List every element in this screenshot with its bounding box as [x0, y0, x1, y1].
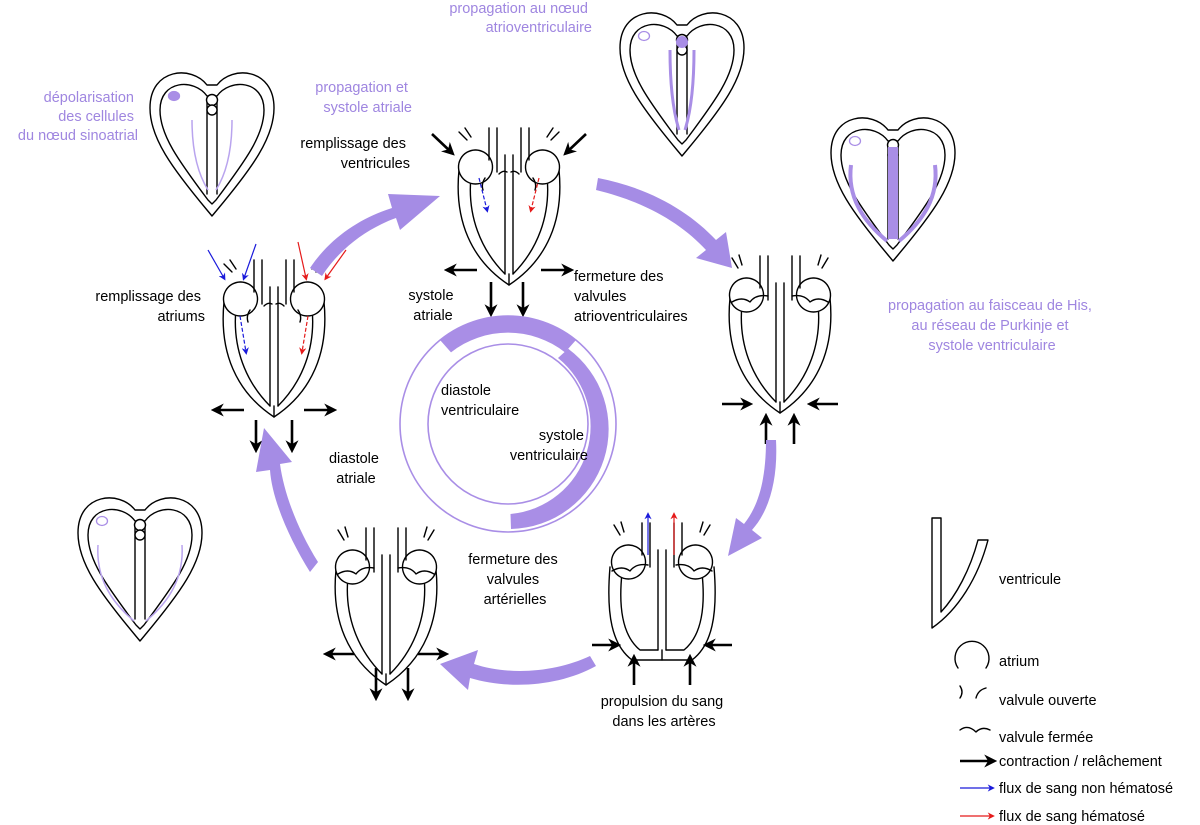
cycle-arrow-right [728, 440, 777, 556]
legend-contraction-label: contraction / relâchement [999, 754, 1162, 770]
label-depolarisation: dépolarisation des cellules du nœud sino… [18, 90, 138, 144]
pump-heart-propulsion [592, 512, 732, 685]
label-fermeture-av: fermeture des valvules atrioventriculair… [574, 269, 688, 325]
legend-closed-valve-icon [959, 726, 991, 733]
band-atrial-systole [439, 315, 577, 353]
label-diastole-ventriculaire: diastole ventriculaire [441, 383, 519, 419]
label-remplissage-ventricules: remplissage des ventricules [300, 136, 410, 172]
conduction-heart-resting [77, 497, 203, 642]
cycle-arrow-bottom [440, 650, 596, 690]
legend-flux-non-hematose-label: flux de sang non hématosé [999, 781, 1173, 797]
legend-atrium-label: atrium [999, 654, 1039, 670]
label-propagation-noeud: propagation au nœud atrioventriculaire [449, 1, 592, 36]
cycle-timeline-ring [399, 315, 617, 533]
label-systole-ventriculaire: systole ventriculaire [510, 428, 588, 464]
label-fermeture-arterielles: fermeture des valvules artérielles [468, 552, 562, 608]
legend [931, 517, 998, 820]
label-diastole-atriale: diastole atriale [329, 451, 383, 487]
legend-valvule-fermee-label: valvule fermée [999, 730, 1093, 746]
label-systole-atriale: systole atriale [408, 288, 457, 324]
legend-open-valve-icon [959, 685, 987, 699]
pump-heart-atrial-filling [207, 241, 347, 454]
cycle-arrow-left [256, 428, 318, 572]
legend-ventricle-icon [931, 517, 989, 629]
conduction-heart-sinoatrial [149, 72, 275, 217]
cycle-arrows [256, 178, 777, 690]
label-propagation-his: propagation au faisceau de His, au résea… [888, 298, 1096, 354]
pump-heart-atrial-systole [431, 127, 587, 318]
conduction-heart-atrioventricular [619, 12, 745, 157]
legend-atrium-icon [954, 640, 990, 669]
label-propulsion: propulsion du sang dans les artères [601, 694, 728, 730]
legend-flux-hematose-label: flux de sang hématosé [999, 809, 1145, 825]
conduction-heart-his-purkinje [830, 117, 956, 262]
pump-heart-arterial-closure [322, 526, 450, 702]
cycle-arrow-top-left [310, 194, 440, 276]
label-remplissage-atriums: remplissage des atriums [95, 289, 205, 325]
cycle-arrow-top-right [596, 178, 732, 268]
pump-heart-av-closure [722, 254, 838, 444]
legend-valvule-ouverte-label: valvule ouverte [999, 693, 1097, 709]
legend-ventricule-label: ventricule [999, 572, 1061, 588]
label-propagation-systole-atriale: propagation et systole atriale [315, 80, 412, 116]
band-ventricular-systole [510, 348, 609, 529]
